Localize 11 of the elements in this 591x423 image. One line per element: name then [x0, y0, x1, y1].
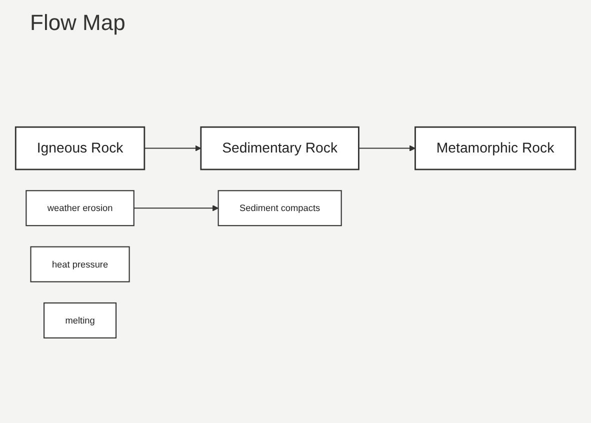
node-box: Metamorphic Rock [414, 126, 576, 170]
node-box: heat pressure [30, 246, 130, 282]
node-box: Sedimentary Rock [200, 126, 360, 170]
node-box: weather erosion [26, 190, 134, 226]
arrow [358, 145, 416, 152]
arrow [144, 145, 202, 152]
arrow [134, 205, 219, 212]
node-box: Sediment compacts [218, 190, 342, 226]
node-box: Igneous Rock [14, 126, 146, 170]
node-box: melting [44, 302, 117, 338]
diagram-title: Flow Map [30, 10, 126, 36]
